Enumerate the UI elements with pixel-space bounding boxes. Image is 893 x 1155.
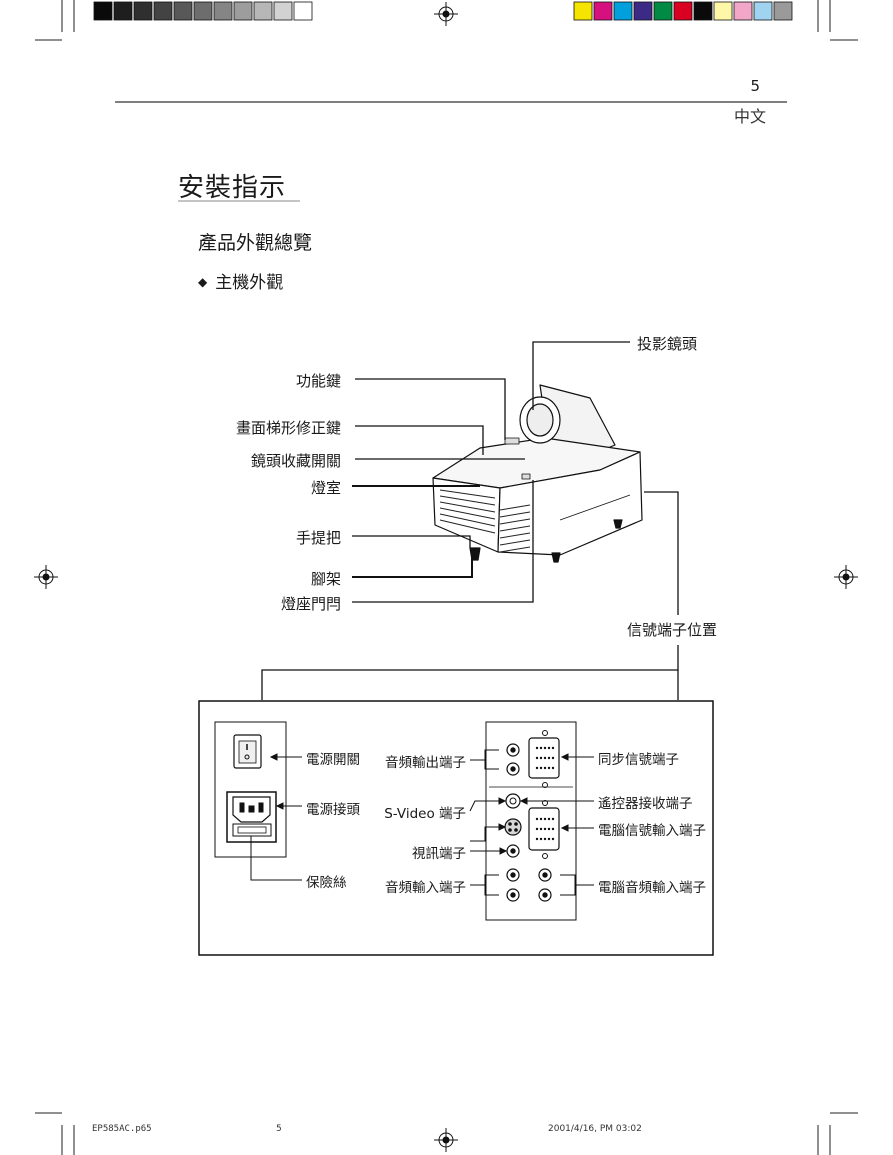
dsub-pin — [535, 746, 539, 750]
label-s-video: S-Video 端子 — [384, 806, 466, 822]
footer-timestamp: 2001/4/16, PM 03:02 — [548, 1124, 642, 1134]
dsub-pin — [535, 817, 539, 821]
label-audio-out: 音頻輸出端子 — [385, 755, 466, 771]
dsub-pin — [535, 827, 539, 831]
color-swatch-1 — [573, 1, 593, 21]
dsub-pin — [543, 827, 547, 831]
footer-filename: EP585AC.p65 — [92, 1124, 152, 1134]
projector-illustration — [432, 384, 643, 563]
label-lamp-door-latch: 燈座門閂 — [280, 595, 341, 613]
dsub-pin — [543, 766, 547, 770]
color-swatch-8 — [713, 1, 733, 21]
label-pc-audio-in: 電腦音頻輸入端子 — [598, 880, 706, 896]
dsub-pin — [535, 756, 539, 760]
color-swatch-5 — [653, 1, 673, 21]
projector-leaders — [261, 341, 679, 700]
label-handle: 手提把 — [295, 529, 341, 547]
registration-color-bar — [573, 1, 793, 21]
color-swatch-2 — [593, 1, 613, 21]
label-power-switch: 電源開關 — [306, 752, 360, 768]
dsub-pin — [543, 837, 547, 841]
label-audio-in: 音頻輸入端子 — [385, 880, 466, 896]
gray-swatch-3 — [133, 1, 153, 21]
label-connector-location: 信號端子位置 — [627, 621, 718, 639]
label-pc-signal-in: 電腦信號輸入端子 — [598, 823, 706, 839]
dsub-pins — [535, 746, 555, 841]
gray-swatch-9 — [253, 1, 273, 21]
dsub-pin — [539, 766, 543, 770]
registration-target-left — [34, 565, 58, 589]
label-remote-receiver: 遙控器接收端子 — [598, 796, 693, 812]
section-title: 安裝指示 — [178, 173, 287, 203]
dsub-pin — [551, 817, 555, 821]
color-swatch-4 — [633, 1, 653, 21]
dsub-pin — [551, 766, 555, 770]
gray-swatch-8 — [233, 1, 253, 21]
dsub-pin — [551, 756, 555, 760]
language-label: 中文 — [733, 107, 766, 126]
dsub-pin — [535, 837, 539, 841]
color-swatch-9 — [733, 1, 753, 21]
dsub-pin — [543, 756, 547, 760]
gray-swatch-6 — [193, 1, 213, 21]
registration-gray-bar — [93, 1, 313, 21]
dsub-pin — [547, 766, 551, 770]
power-subpanel — [214, 721, 287, 858]
bullet-item: ◆ 主機外觀 — [198, 268, 283, 293]
dsub-pin — [551, 827, 555, 831]
dsub-pin — [539, 837, 543, 841]
gray-swatch-1 — [93, 1, 113, 21]
panel-leaders — [250, 749, 594, 896]
gray-swatch-5 — [173, 1, 193, 21]
bullet-item-label: 主機外觀 — [215, 273, 284, 293]
dsub-pin — [547, 837, 551, 841]
dsub-pin — [547, 746, 551, 750]
dsub-pin — [539, 827, 543, 831]
label-power-socket: 電源接頭 — [306, 802, 360, 818]
footer-page: 5 — [276, 1124, 282, 1134]
dsub-pin — [543, 817, 547, 821]
gray-swatch-7 — [213, 1, 233, 21]
color-swatch-6 — [673, 1, 693, 21]
dsub-pin — [543, 746, 547, 750]
dsub-pin — [547, 756, 551, 760]
dsub-pin — [539, 817, 543, 821]
label-keystone-keys: 畫面梯形修正鍵 — [235, 419, 341, 437]
color-swatch-10 — [753, 1, 773, 21]
gray-swatch-10 — [273, 1, 293, 21]
color-swatch-3 — [613, 1, 633, 21]
registration-target-bottom — [434, 1128, 458, 1152]
label-sync-signal: 同步信號端子 — [598, 752, 679, 768]
subsection-title: 產品外觀總覽 — [198, 232, 313, 254]
label-lamp-chamber: 燈室 — [310, 479, 341, 497]
dsub-pin — [539, 746, 543, 750]
dsub-pin — [551, 746, 555, 750]
dsub-pin — [547, 827, 551, 831]
dsub-pin — [551, 837, 555, 841]
label-fuse: 保險絲 — [306, 875, 347, 891]
label-foot: 腳架 — [310, 570, 341, 588]
registration-target-right — [834, 565, 858, 589]
label-video: 視訊端子 — [412, 846, 466, 862]
label-projection-lens: 投影鏡頭 — [637, 335, 698, 353]
rear-panel-frame — [198, 700, 714, 956]
gray-swatch-4 — [153, 1, 173, 21]
registration-target-top — [434, 2, 458, 26]
diamond-bullet-icon: ◆ — [198, 275, 208, 289]
dsub-pin — [539, 756, 543, 760]
connector-subpanel — [485, 721, 577, 921]
label-function-keys: 功能鍵 — [295, 372, 341, 390]
color-swatch-11 — [773, 1, 793, 21]
dsub-pin — [535, 766, 539, 770]
label-lens-cover-switch: 鏡頭收藏開關 — [250, 452, 341, 470]
print-marks — [35, 0, 858, 1155]
dsub-pin — [547, 817, 551, 821]
page-number: 5 — [750, 77, 760, 95]
gray-swatch-11 — [293, 1, 313, 21]
color-swatch-7 — [693, 1, 713, 21]
gray-swatch-2 — [113, 1, 133, 21]
